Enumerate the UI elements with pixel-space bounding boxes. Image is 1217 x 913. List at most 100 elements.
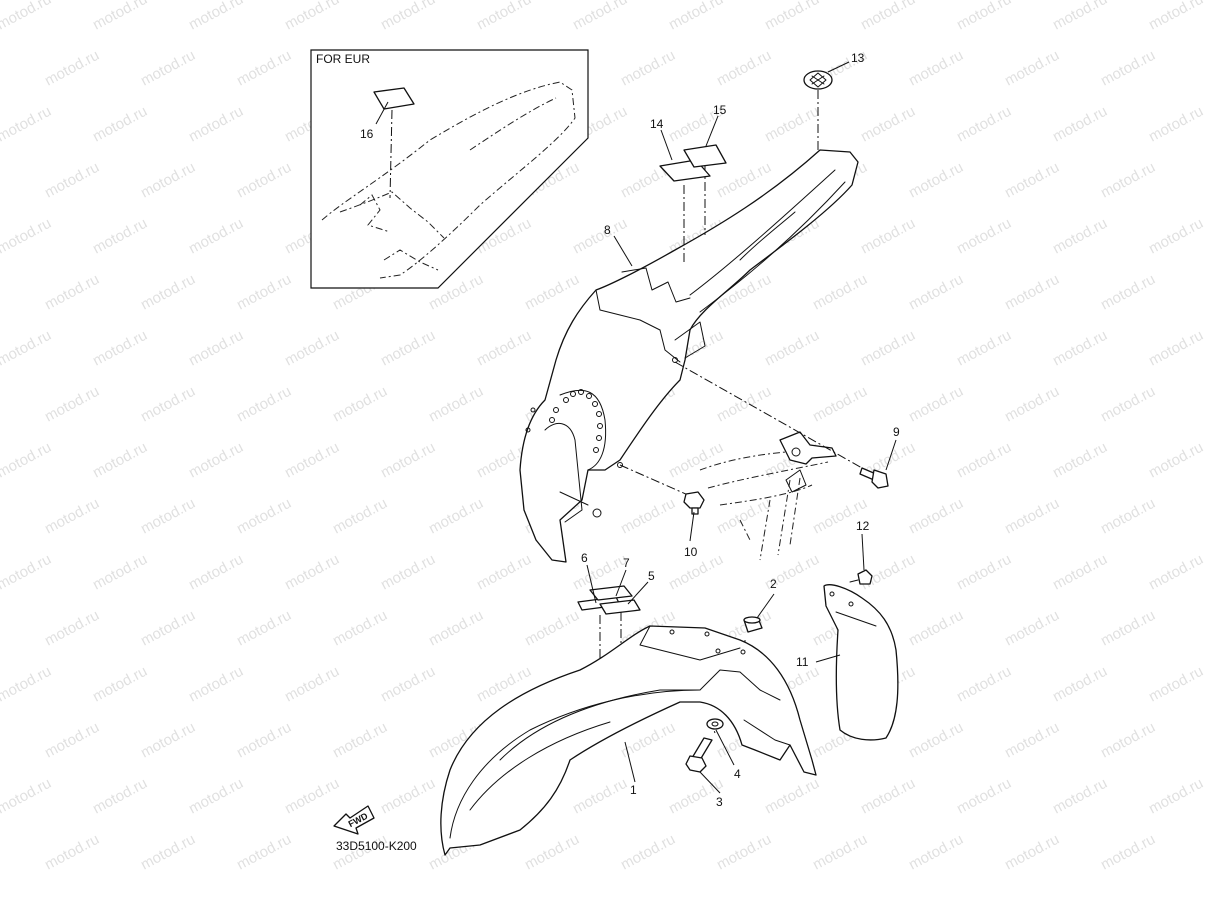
watermark-text: motod.ru (90, 551, 150, 594)
watermark-text: motod.ru (42, 159, 102, 202)
diagram-code: 33D5100-K200 (336, 839, 417, 853)
watermark-text: motod.ru (282, 439, 342, 482)
watermark-text: motod.ru (1050, 103, 1110, 146)
watermark-text: motod.ru (90, 103, 150, 146)
watermark-text: motod.ru (186, 103, 246, 146)
watermark-text: motod.ru (378, 439, 438, 482)
watermark-text: motod.ru (138, 607, 198, 650)
watermark-text: motod.ru (1050, 215, 1110, 258)
part-11-mud-flap[interactable] (823, 584, 899, 741)
watermark-text: motod.ru (426, 495, 486, 538)
watermark-text: motod.ru (282, 775, 342, 818)
part-16-decal[interactable] (373, 87, 415, 110)
watermark-text: motod.ru (234, 271, 294, 314)
watermark-text: motod.ru (0, 439, 54, 482)
watermark-text: motod.ru (330, 719, 390, 762)
callout-7: 7 (623, 556, 630, 570)
inset-title: FOR EUR (316, 52, 370, 66)
watermark-text: motod.ru (378, 327, 438, 370)
watermark-text: motod.ru (234, 495, 294, 538)
watermark-text: motod.ru (282, 327, 342, 370)
part-12-bolt[interactable] (849, 569, 873, 585)
watermark-text: motod.ru (42, 383, 102, 426)
watermark-text: motod.ru (0, 663, 54, 706)
callout-10: 10 (684, 545, 698, 559)
part-13-emblem[interactable] (803, 70, 833, 90)
watermark-text: motod.ru (138, 271, 198, 314)
watermark-text: motod.ru (90, 663, 150, 706)
watermark-text: motod.ru (1098, 607, 1158, 650)
watermark-text: motod.ru (954, 0, 1014, 34)
watermark-text: motod.ru (330, 495, 390, 538)
watermark-text: motod.ru (858, 327, 918, 370)
callout-3: 3 (716, 795, 723, 809)
watermark-text: motod.ru (234, 159, 294, 202)
watermark-text: motod.ru (474, 327, 534, 370)
watermark-text: motod.ru (42, 495, 102, 538)
watermark-text: motod.ru (282, 0, 342, 34)
watermark-text: motod.ru (1146, 439, 1206, 482)
watermark-text: motod.ru (1098, 383, 1158, 426)
watermark-text: motod.ru (90, 327, 150, 370)
watermark-text: motod.ru (906, 47, 966, 90)
callout-1: 1 (630, 783, 637, 797)
watermark-text: motod.ru (954, 551, 1014, 594)
watermark-text: motod.ru (282, 663, 342, 706)
watermark-text: motod.ru (810, 831, 870, 874)
watermark-text: motod.ru (954, 215, 1014, 258)
watermark-text: motod.ru (1002, 271, 1062, 314)
watermark-text: motod.ru (906, 271, 966, 314)
watermark-text: motod.ru (858, 775, 918, 818)
watermark-text: motod.ru (234, 831, 294, 874)
part-2-grommet[interactable] (743, 616, 763, 633)
watermark-text: motod.ru (1050, 439, 1110, 482)
watermark-text: motod.ru (0, 0, 54, 34)
watermark-text: motod.ru (954, 775, 1014, 818)
part-5-decal[interactable] (599, 599, 641, 615)
watermark-text: motod.ru (906, 495, 966, 538)
part-8-rear-fender[interactable] (519, 149, 859, 563)
watermark-text: motod.ru (1098, 47, 1158, 90)
watermark-text: motod.ru (1002, 607, 1062, 650)
watermark-text: motod.ru (330, 607, 390, 650)
watermark-text: motod.ru (522, 271, 582, 314)
watermark-text: motod.ru (762, 775, 822, 818)
watermark-text: motod.ru (234, 47, 294, 90)
watermark-text: motod.ru (762, 0, 822, 34)
callout-2: 2 (770, 577, 777, 591)
callout-6: 6 (581, 551, 588, 565)
watermark-text: motod.ru (0, 103, 54, 146)
watermark-text: motod.ru (186, 0, 246, 34)
watermark-text: motod.ru (426, 383, 486, 426)
watermark-text: motod.ru (906, 607, 966, 650)
part-3-bolt[interactable] (685, 737, 713, 773)
watermark-text: motod.ru (234, 383, 294, 426)
part-10-bolt[interactable] (683, 491, 705, 515)
watermark-text: motod.ru (1146, 327, 1206, 370)
watermark-text: motod.ru (90, 775, 150, 818)
watermark-text: motod.ru (42, 47, 102, 90)
watermark-text: motod.ru (1050, 663, 1110, 706)
part-7-decal[interactable] (589, 585, 633, 601)
watermark-text: motod.ru (810, 271, 870, 314)
watermark-text: motod.ru (1146, 663, 1206, 706)
watermark-text: motod.ru (714, 47, 774, 90)
callout-labels: 1 2 3 4 5 6 7 8 9 10 11 12 13 14 15 16 (360, 51, 900, 809)
watermark-text: motod.ru (1146, 103, 1206, 146)
watermark-text: motod.ru (1146, 775, 1206, 818)
watermark-text: motod.ru (1050, 551, 1110, 594)
watermark-text: motod.ru (90, 0, 150, 34)
inset-for-eur: FOR EUR (310, 49, 589, 289)
part-15-decal[interactable] (683, 144, 727, 168)
part-9-bolt[interactable] (859, 467, 889, 489)
watermark-text: motod.ru (474, 0, 534, 34)
watermark-text: motod.ru (1098, 719, 1158, 762)
watermark-text: motod.ru (0, 327, 54, 370)
part-4-washer[interactable] (706, 718, 724, 730)
watermark-text: motod.ru (954, 103, 1014, 146)
watermark-text: motod.ru (666, 0, 726, 34)
part-1-front-fender[interactable] (440, 625, 817, 856)
callout-8: 8 (604, 223, 611, 237)
assembly-lines (599, 90, 863, 734)
